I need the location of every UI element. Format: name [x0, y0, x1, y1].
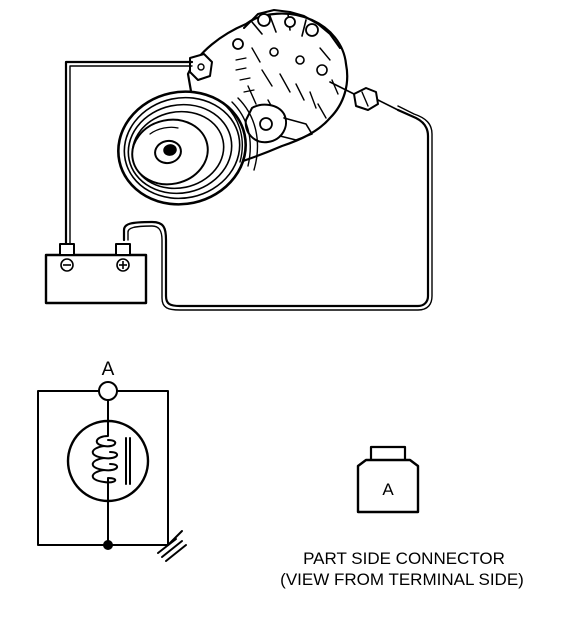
test-leads	[64, 60, 433, 311]
positive-lead-inner	[127, 105, 433, 311]
connector-terminal-a-label: A	[382, 480, 394, 499]
compressor-illustration	[117, 9, 399, 206]
battery-negative-post	[59, 243, 75, 256]
ground-junction-dot	[103, 540, 113, 550]
clutch-lead-terminal	[189, 53, 213, 81]
connector-caption-line-1: PART SIDE CONNECTOR	[303, 549, 505, 568]
clutch-schematic: A	[37, 359, 187, 562]
pressure-switch-connector	[353, 87, 379, 111]
positive-lead-outer	[122, 108, 430, 308]
part-side-connector: A	[356, 445, 420, 514]
clutch-pulley	[117, 90, 259, 206]
ground-icon	[157, 530, 187, 562]
battery-positive-post	[115, 243, 131, 256]
negative-lead-inner	[69, 65, 193, 249]
terminal-a-circle	[98, 381, 118, 401]
coil-winding	[91, 420, 119, 502]
connector-caption-line-2: (VIEW FROM TERMINAL SIDE)	[280, 570, 524, 589]
negative-lead-outer	[64, 60, 194, 250]
battery	[44, 243, 148, 305]
terminal-a-label: A	[102, 359, 115, 380]
connector-body	[356, 458, 420, 514]
connector-latch	[369, 445, 407, 460]
compressor-head	[243, 9, 341, 49]
